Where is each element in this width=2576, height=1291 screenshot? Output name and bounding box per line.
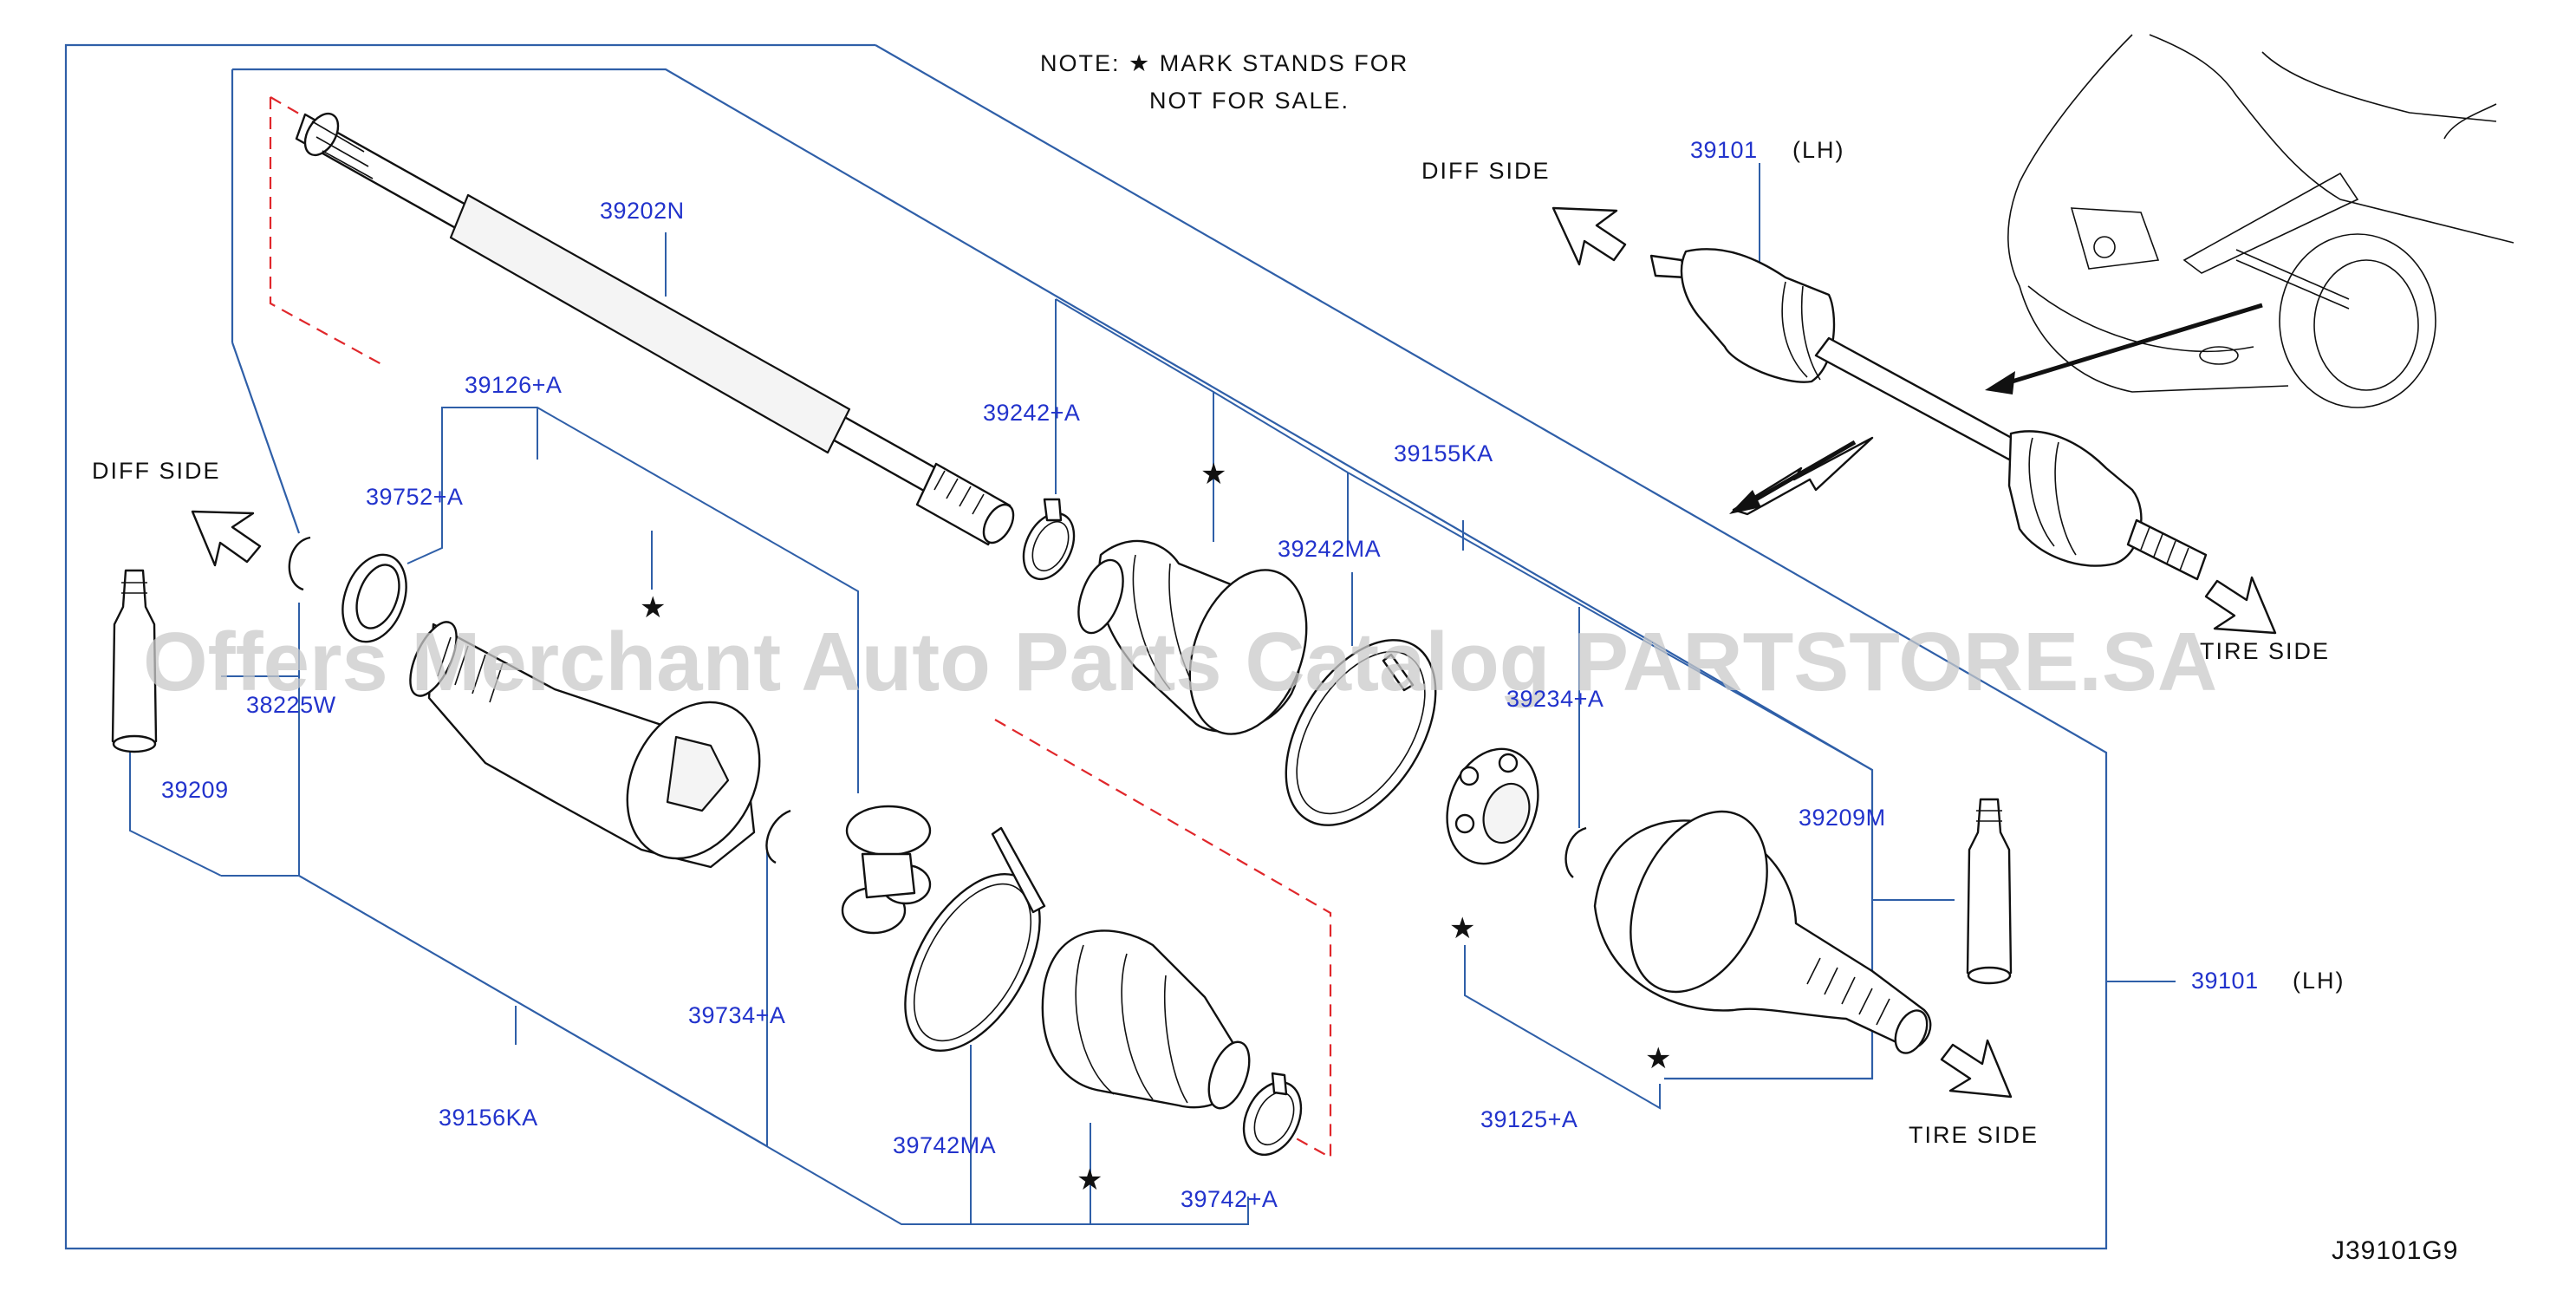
tire-side-label-top: TIRE SIDE (2200, 638, 2330, 664)
inner-joint-housing (409, 621, 761, 869)
diff-side-arrow-top (1551, 206, 1627, 266)
tire-side-arrow-top (2204, 576, 2277, 635)
grease-tube-39209M (1966, 798, 2013, 985)
diagram-id: J39101G9 (2332, 1236, 2458, 1265)
small-clamp-39742 (1242, 1072, 1303, 1157)
red-dashed-line-shaft-top (270, 96, 304, 117)
dust-shield-39752 (342, 553, 407, 643)
part-label-39242MA: 39242MA (1278, 536, 1381, 562)
intermediate-shaft (295, 112, 1015, 546)
diff-side-label-left: DIFF SIDE (92, 458, 221, 484)
part-label-39101-top: 39101 (1690, 137, 1758, 163)
not-for-sale-marks: ★ ★ ★ ★ ★ (640, 458, 1671, 1196)
part-label-39156KA: 39156KA (439, 1105, 538, 1131)
red-dashed-outline-shaft (269, 97, 382, 365)
boot-band-39242MA (1285, 639, 1437, 826)
spider-assembly (841, 805, 932, 935)
lh-label-right: (LH) (2293, 968, 2345, 994)
part-label-39155KA: 39155KA (1394, 440, 1493, 466)
outer-boot (1077, 539, 1308, 735)
snap-ring-39734 (765, 809, 791, 864)
star-mark: ★ (1077, 1164, 1103, 1196)
part-number-labels: 39202N 39126+A 39752+A 38225W 39209 3915… (161, 137, 2345, 1212)
note-line-2: NOT FOR SALE. (1149, 88, 1350, 114)
part-label-39209: 39209 (161, 777, 229, 803)
part-label-39242A: 39242+A (983, 400, 1080, 426)
part-label-39101-right: 39101 (2191, 968, 2259, 994)
diff-side-label-top: DIFF SIDE (1421, 158, 1551, 184)
star-mark: ★ (1645, 1042, 1671, 1075)
part-label-39209M: 39209M (1799, 805, 1886, 831)
boot-band-39742MA (904, 826, 1046, 1053)
note-line-1: NOTE: ★ MARK STANDS FOR (1040, 50, 1408, 76)
snap-ring-right (1564, 826, 1587, 878)
vehicle-outline (2007, 34, 2514, 408)
part-label-39752A: 39752+A (366, 484, 463, 510)
part-label-39742A: 39742+A (1181, 1186, 1278, 1212)
lh-label-top: (LH) (1792, 137, 1845, 163)
direction-arrows (1729, 303, 2263, 516)
axle-assembly-overview (1649, 248, 2208, 581)
tire-side-label-bottom: TIRE SIDE (1909, 1122, 2039, 1148)
part-label-38225W: 38225W (246, 692, 336, 718)
outer-frame (64, 43, 2108, 1250)
part-label-39125A: 39125+A (1480, 1106, 1577, 1132)
grease-tube-39209 (111, 569, 158, 753)
star-mark: ★ (640, 591, 666, 624)
red-dashed-outline-boot (994, 719, 1332, 1159)
part-label-39234A: 39234+A (1506, 686, 1603, 712)
snap-ring-left (288, 536, 311, 591)
clamp-39242 (1022, 498, 1076, 581)
part-label-39202N: 39202N (600, 198, 685, 224)
leader-lines (129, 163, 2176, 1225)
part-label-39742MA: 39742MA (893, 1132, 996, 1158)
inner-race-39234 (1446, 747, 1539, 865)
inner-boot (1041, 929, 1251, 1110)
star-mark: ★ (1200, 458, 1226, 491)
part-label-39126A: 39126+A (465, 372, 562, 398)
tire-side-arrow-bottom (1940, 1039, 2013, 1099)
inner-frame-diag (231, 342, 301, 534)
watermark: Offers Merchant Auto Parts Catalog PARTS… (143, 616, 2217, 708)
part-label-39734A: 39734+A (688, 1002, 785, 1028)
diff-side-arrow-left (191, 510, 262, 567)
star-mark: ★ (1449, 912, 1475, 945)
outer-joint (1593, 810, 1932, 1054)
